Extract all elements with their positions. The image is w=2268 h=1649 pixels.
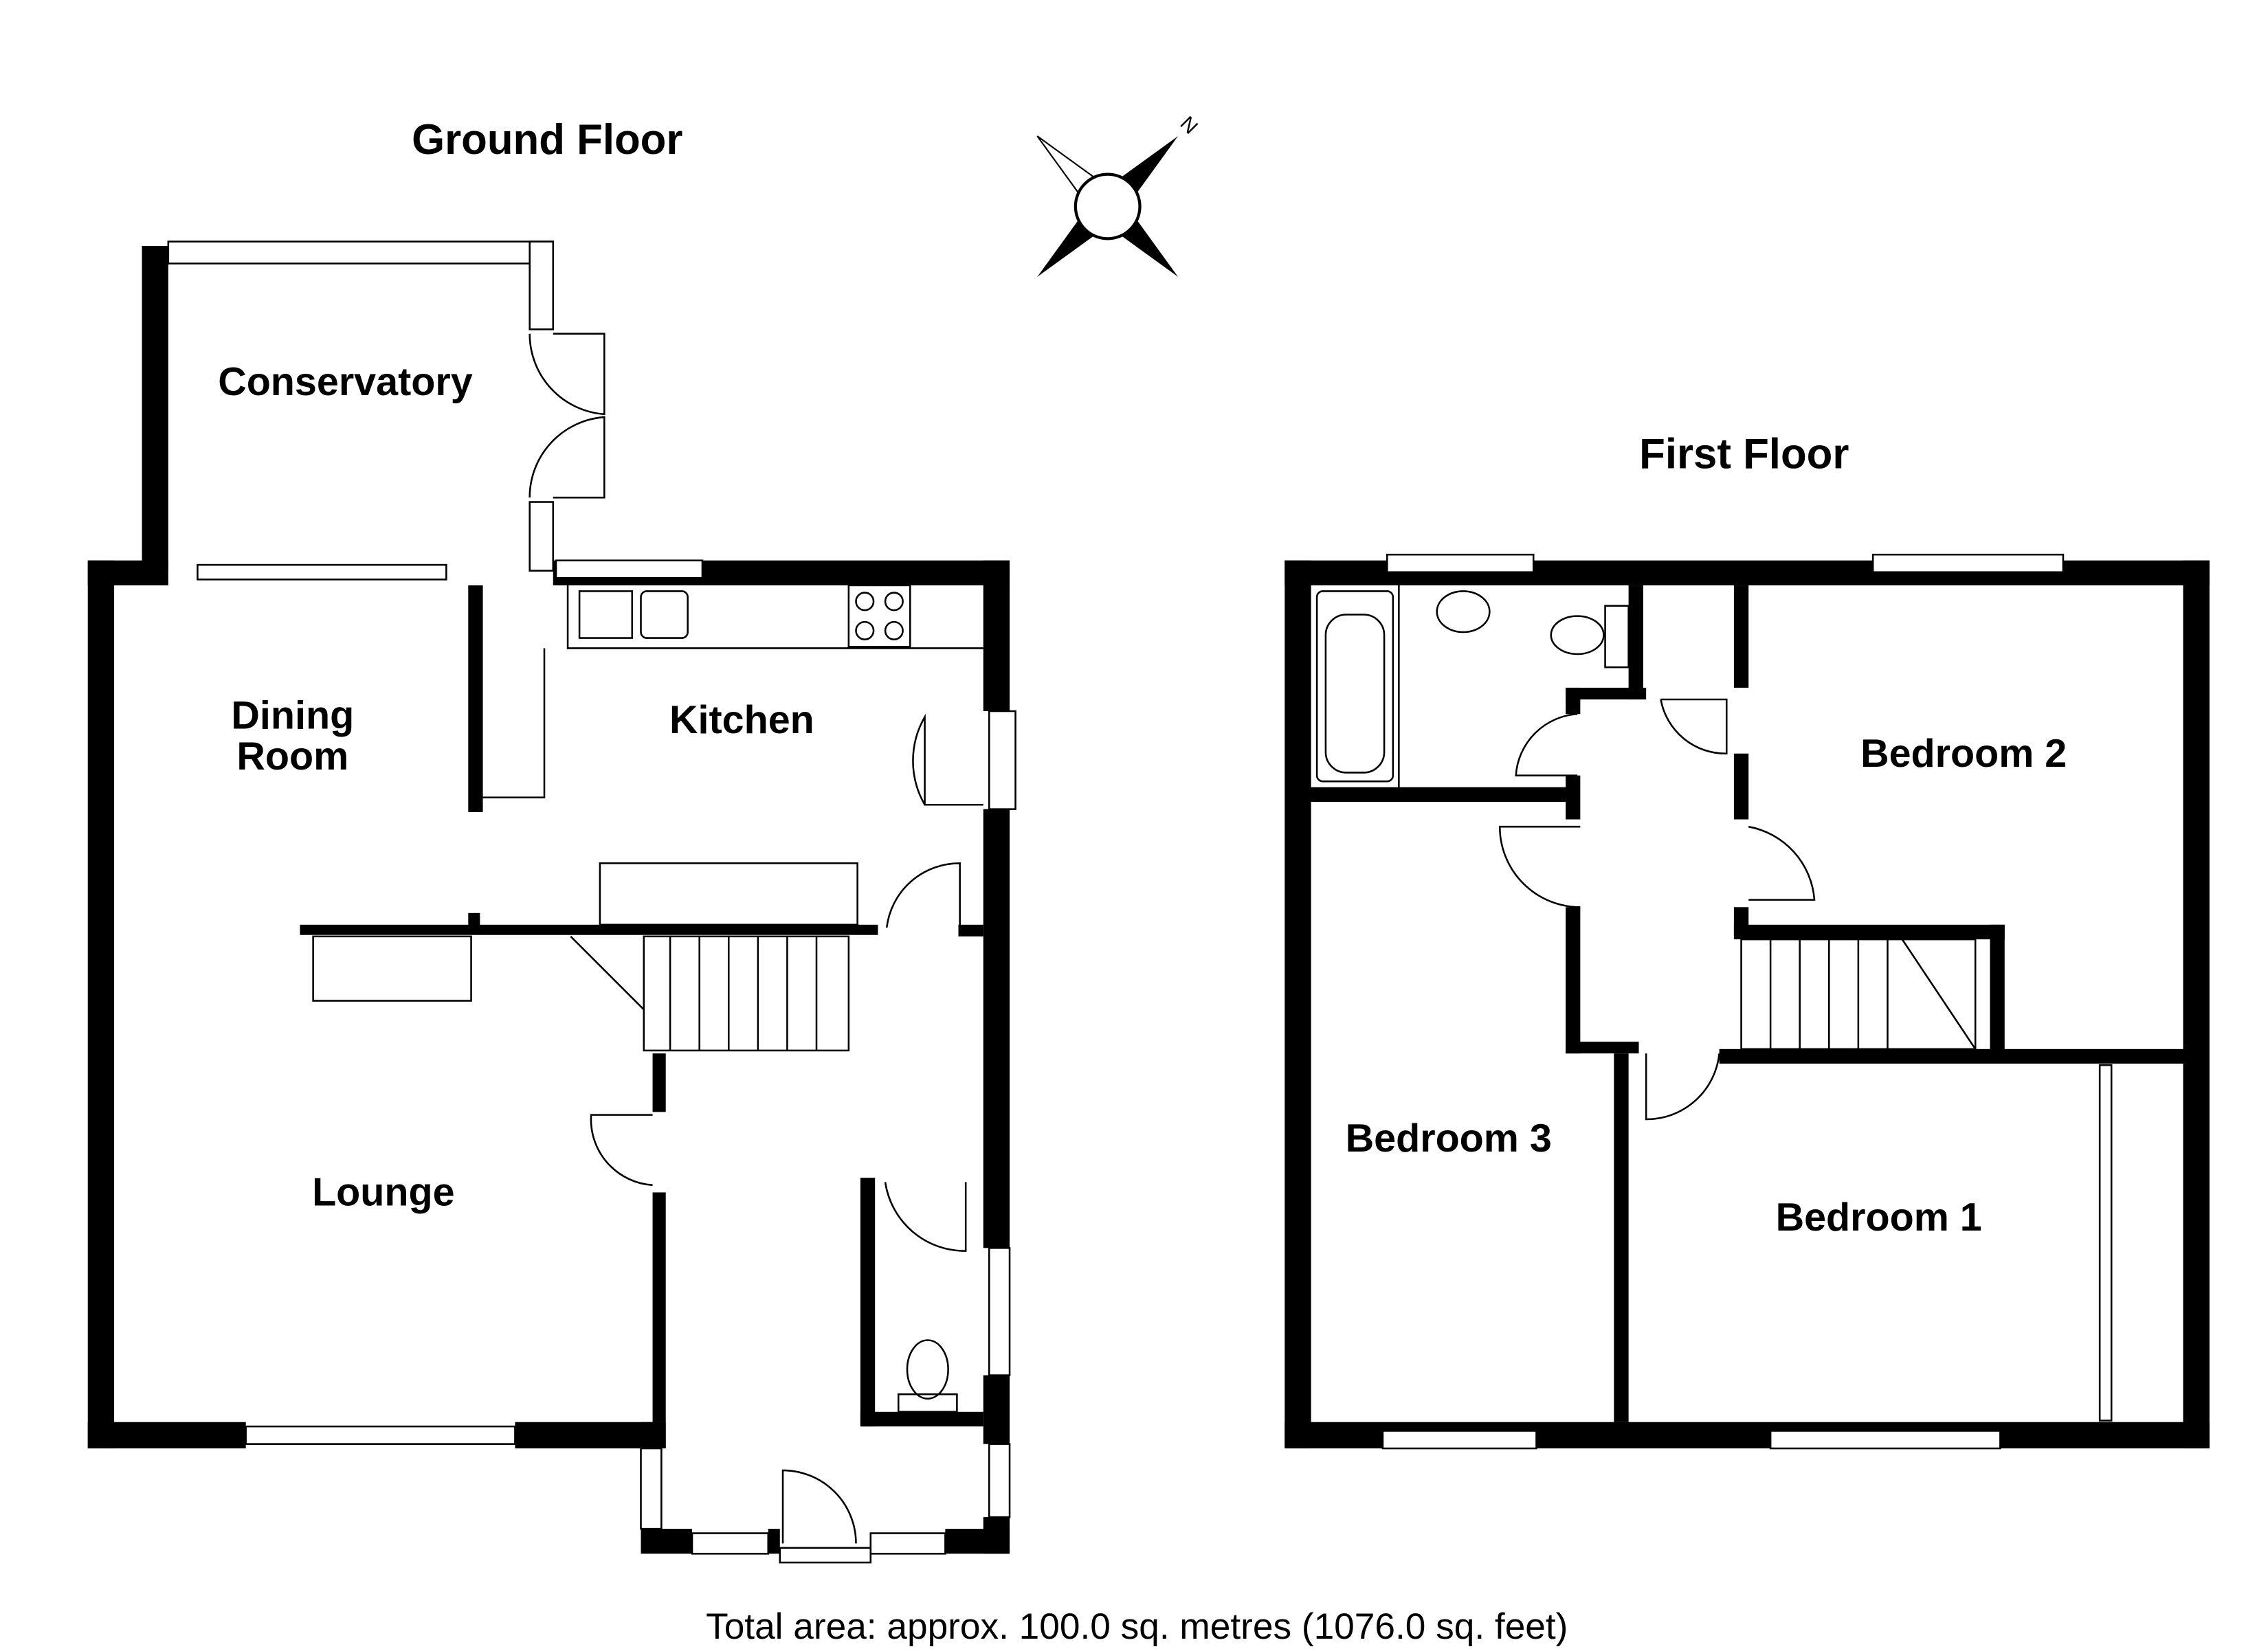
- north-label: N: [1176, 112, 1203, 139]
- room-label-bedroom1: Bedroom 1: [1776, 1196, 1982, 1239]
- room-label-dining-line2: Room: [236, 734, 348, 778]
- first-floor-title: First Floor: [1639, 431, 1849, 478]
- room-label-lounge: Lounge: [312, 1171, 454, 1215]
- room-label-bedroom3: Bedroom 3: [1346, 1117, 1552, 1160]
- first-floor-plan: [1285, 553, 2210, 1450]
- total-area-caption: Total area: approx. 100.0 sq. metres (10…: [706, 1606, 1568, 1647]
- compass-icon: N: [1036, 112, 1203, 277]
- room-label-kitchen: Kitchen: [669, 698, 814, 742]
- room-label-dining-line1: Dining: [231, 694, 354, 738]
- room-label-conservatory: Conservatory: [218, 360, 473, 404]
- ground-floor-title: Ground Floor: [412, 116, 682, 164]
- ground-floor-plan: [87, 240, 1016, 1564]
- room-label-bedroom2: Bedroom 2: [1860, 732, 2067, 776]
